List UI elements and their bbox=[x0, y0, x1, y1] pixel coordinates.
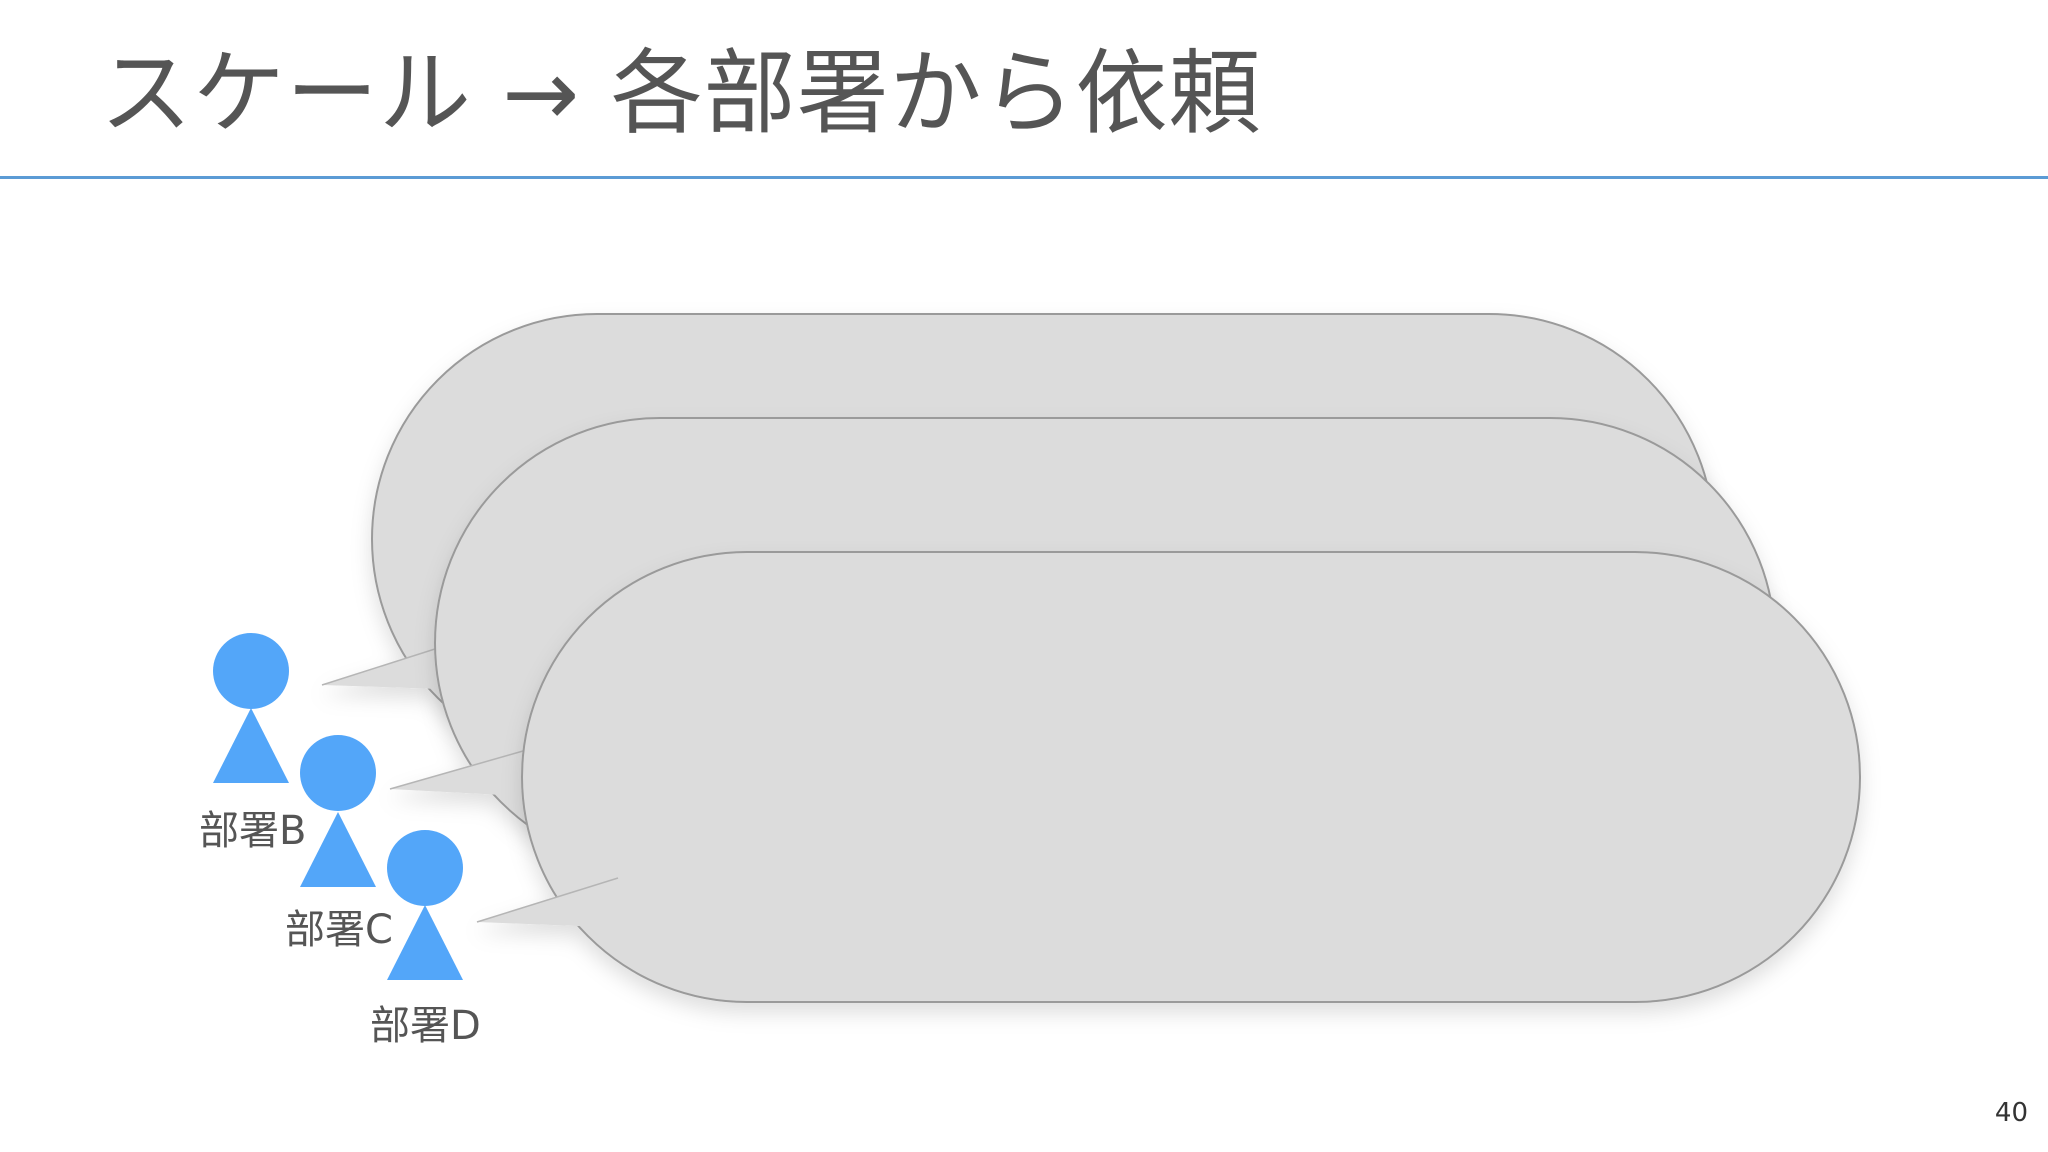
page-number: 40 bbox=[1994, 1098, 2028, 1128]
dept-label-b: 部署B bbox=[199, 808, 307, 854]
dept-label-d: 部署D bbox=[370, 1003, 481, 1049]
title-divider bbox=[0, 176, 2048, 179]
person-icon bbox=[300, 735, 376, 887]
person-icon bbox=[213, 633, 289, 783]
dept-label-c: 部署C bbox=[285, 907, 393, 953]
slide-title: スケール → 各部署から依頼 bbox=[100, 40, 1262, 147]
speech-bubble-d bbox=[476, 551, 1861, 1003]
person-icon bbox=[387, 830, 463, 980]
